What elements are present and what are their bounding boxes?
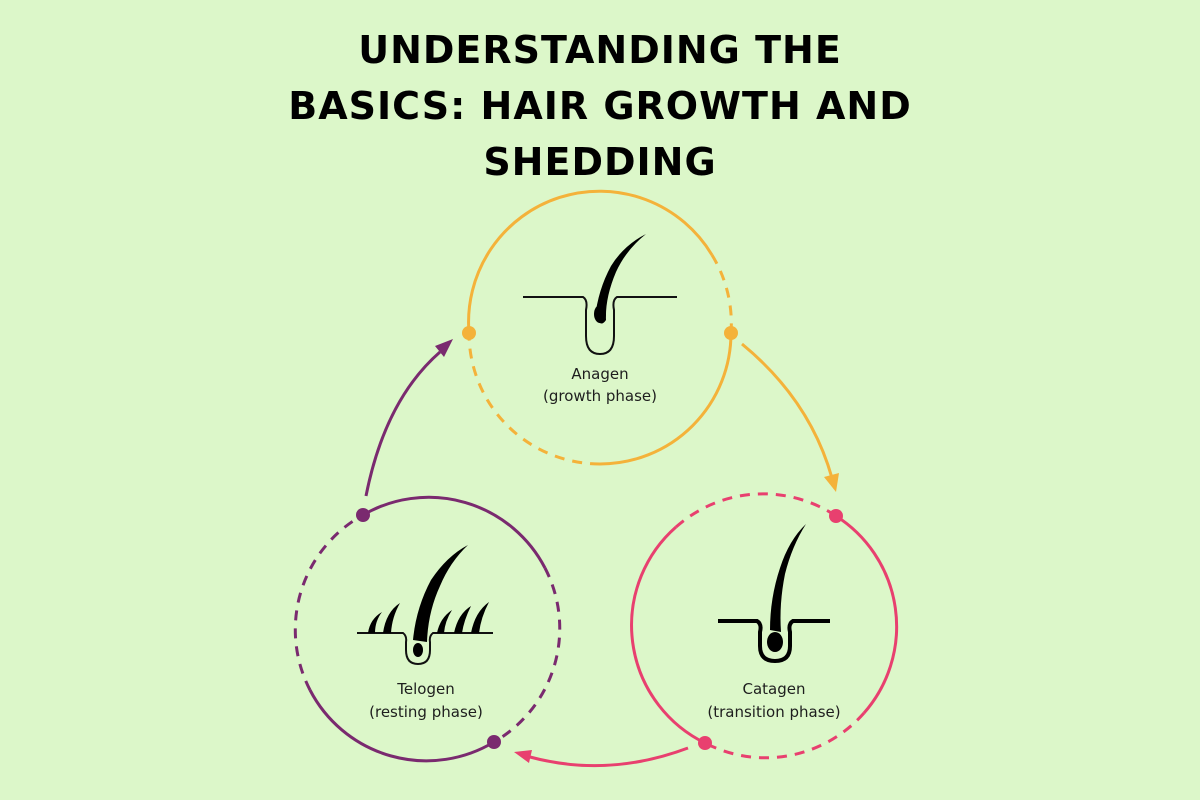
arrow-head-anagen-to-catagen <box>824 473 839 492</box>
arrow-head-catagen-to-telogen <box>514 750 532 763</box>
growing-hair-follicle-icon <box>523 234 677 356</box>
telogen-name: Telogen <box>396 680 454 698</box>
telogen-circle-dashed-right <box>493 567 562 744</box>
catagen-circle-solid <box>835 514 899 714</box>
catagen-phase: Catagen (transition phase) <box>630 492 899 760</box>
arrow-head-telogen-to-anagen <box>435 339 453 357</box>
catagen-node-top <box>829 509 843 523</box>
anagen-name: Anagen <box>571 365 628 383</box>
anagen-circle-solid-bottom <box>599 332 733 466</box>
title-line-3: SHEDDING <box>483 140 717 184</box>
telogen-circle-solid <box>362 495 547 569</box>
transitioning-hair-follicle-icon <box>718 524 830 664</box>
arrow-catagen-to-telogen <box>529 746 689 768</box>
anagen-description: (growth phase) <box>543 387 657 405</box>
arrow-telogen-to-anagen <box>364 350 441 497</box>
catagen-node-bottom <box>698 736 712 750</box>
telogen-node-bottom <box>487 735 501 749</box>
title-line-1: UNDERSTANDING THE <box>358 28 842 72</box>
resting-hair-follicles-icon <box>357 545 493 666</box>
telogen-description: (resting phase) <box>369 703 483 721</box>
telogen-phase: Telogen (resting phase) <box>293 495 562 763</box>
cycle-arrows <box>364 339 839 768</box>
catagen-name: Catagen <box>743 680 806 698</box>
page-title: UNDERSTANDING THE BASICS: HAIR GROWTH AN… <box>0 22 1200 190</box>
anagen-circle-dashed-right <box>710 254 733 334</box>
anagen-circle-solid <box>467 189 714 334</box>
catagen-circle-dashed-top <box>675 492 837 529</box>
catagen-circle-solid-left <box>630 525 706 745</box>
anagen-phase: Anagen (growth phase) <box>462 189 738 466</box>
catagen-circle-dashed-bottom <box>704 712 866 760</box>
telogen-node-top <box>356 508 370 522</box>
arrow-anagen-to-catagen <box>741 342 834 479</box>
telogen-circle-dashed-left <box>293 513 364 691</box>
catagen-description: (transition phase) <box>707 703 840 721</box>
anagen-node-right <box>724 326 738 340</box>
title-line-2: BASICS: HAIR GROWTH AND <box>288 84 912 128</box>
telogen-circle-solid-bottom <box>308 689 495 763</box>
anagen-node-left <box>462 326 476 340</box>
